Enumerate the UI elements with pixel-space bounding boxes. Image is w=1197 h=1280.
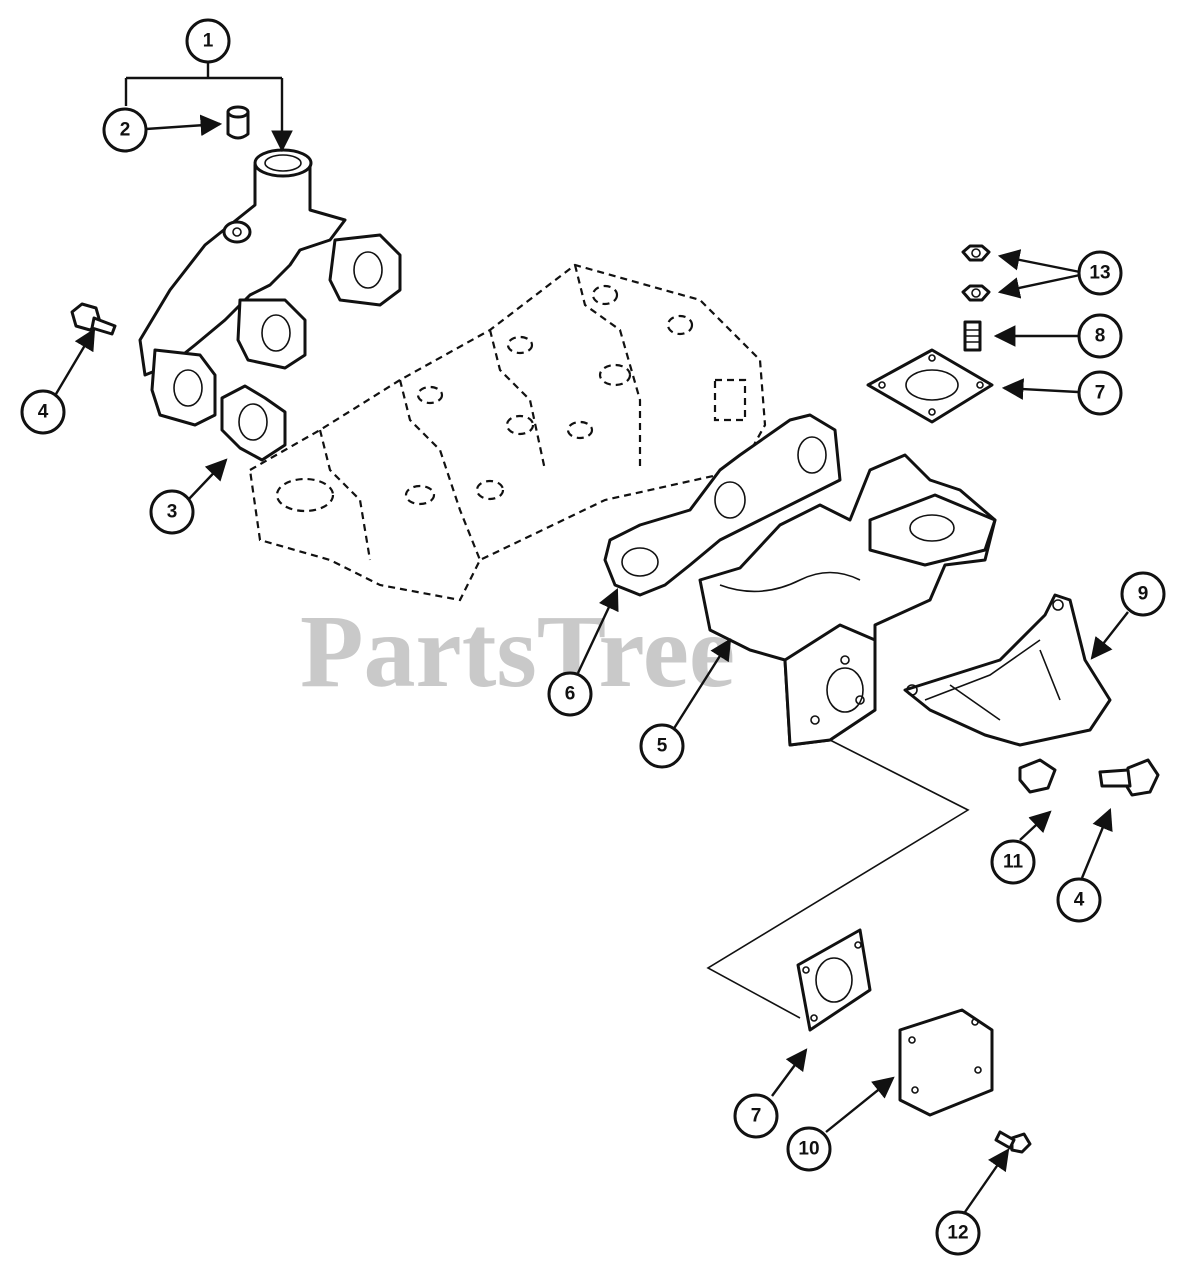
flange-gasket-upper — [866, 348, 994, 424]
svg-text:2: 2 — [120, 120, 131, 141]
watermark-text: PartsTree — [300, 594, 735, 709]
cover-plate — [898, 1008, 994, 1117]
svg-text:3: 3 — [167, 502, 178, 523]
svg-text:7: 7 — [1095, 383, 1106, 404]
plug — [226, 105, 250, 140]
callout-1: 1 — [185, 18, 231, 64]
callout-10: 10 — [786, 1126, 832, 1172]
water-manifold — [138, 148, 402, 427]
svg-text:8: 8 — [1095, 326, 1106, 347]
callout-11: 11 — [990, 839, 1036, 885]
svg-text:5: 5 — [657, 736, 668, 757]
callout-7-lower: 7 — [733, 1093, 779, 1139]
svg-text:6: 6 — [565, 684, 576, 705]
callout-9: 9 — [1120, 571, 1166, 617]
svg-text:7: 7 — [751, 1106, 762, 1127]
svg-text:4: 4 — [38, 402, 49, 423]
callout-13: 13 — [1077, 250, 1123, 296]
nuts — [961, 244, 991, 302]
exhaust-manifold — [698, 453, 997, 747]
callout-2: 2 — [102, 107, 148, 153]
svg-text:9: 9 — [1138, 584, 1149, 605]
spacer — [1018, 758, 1057, 794]
leader-lines — [54, 62, 1129, 1213]
svg-text:1: 1 — [203, 31, 214, 52]
heat-shield — [903, 593, 1112, 747]
callout-4-right: 4 — [1056, 877, 1102, 923]
callout-3: 3 — [149, 489, 195, 535]
callout-7-upper: 7 — [1077, 370, 1123, 416]
svg-text:12: 12 — [947, 1223, 968, 1244]
callout-12: 12 — [935, 1210, 981, 1256]
callout-4-left: 4 — [20, 389, 66, 435]
flange-gasket-lower — [796, 928, 872, 1032]
water-manifold-gasket — [220, 384, 287, 462]
bolt-right — [1098, 758, 1160, 797]
callout-5: 5 — [639, 723, 685, 769]
callout-6: 6 — [547, 671, 593, 717]
svg-text:10: 10 — [798, 1139, 819, 1160]
exhaust-manifold-gasket — [603, 413, 842, 597]
svg-text:4: 4 — [1074, 890, 1085, 911]
small-screw — [994, 1130, 1032, 1154]
svg-text:13: 13 — [1089, 263, 1110, 284]
svg-text:11: 11 — [1003, 852, 1024, 873]
stud — [963, 320, 982, 352]
callout-8: 8 — [1077, 313, 1123, 359]
assembly-line — [706, 739, 970, 1019]
bolt-left — [70, 302, 117, 336]
